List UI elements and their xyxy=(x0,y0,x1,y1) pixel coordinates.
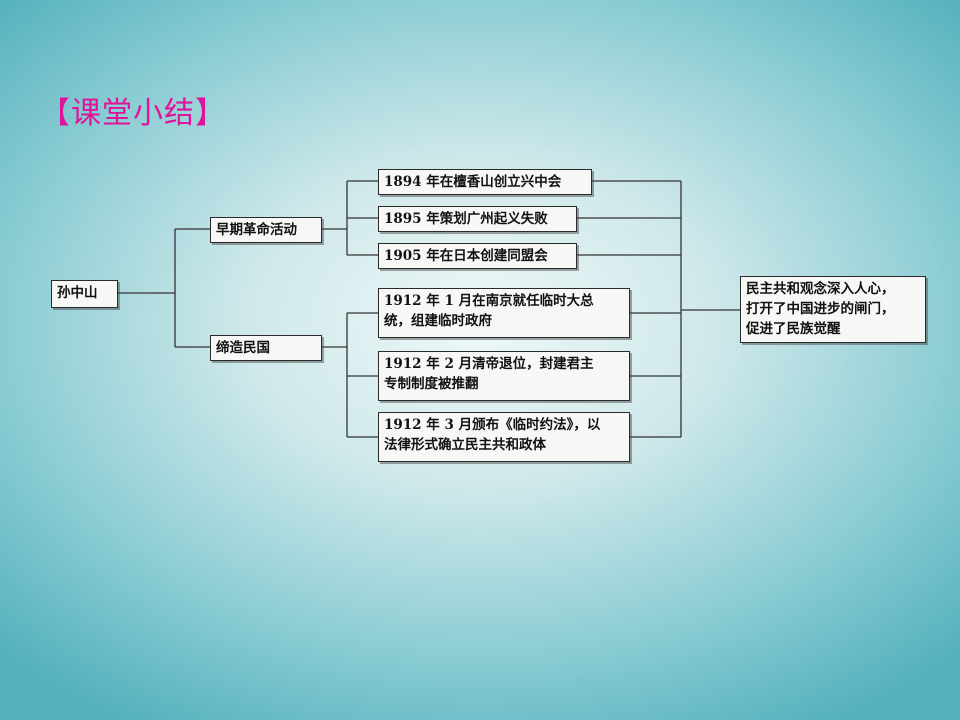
branch-early-revolution: 早期革命活动 xyxy=(210,217,322,243)
event-1905: 1905 年在日本创建同盟会 xyxy=(378,243,577,269)
page-title: 【课堂小结】 xyxy=(40,96,226,131)
conclusion-node: 民主共和观念深入人心， 打开了中国进步的闸门， 促进了民族觉醒 xyxy=(740,276,926,343)
conclusion-line-2: 打开了中国进步的闸门， xyxy=(746,301,895,317)
event-1912-mar: 1912 年 3 月颁布《临时约法》，以 法律形式确立民主共和政体 xyxy=(378,412,630,462)
event-1912-jan-line-1: 1912 年 1 月在南京就任临时大总 xyxy=(384,293,594,309)
event-1912-feb-line-1: 1912 年 2 月清帝退位，封建君主 xyxy=(384,356,594,372)
conclusion-line-1: 民主共和观念深入人心， xyxy=(746,281,895,297)
event-1912-mar-line-1: 1912 年 3 月颁布《临时约法》，以 xyxy=(384,417,601,433)
event-1912-feb-line-2: 专制制度被推翻 xyxy=(384,376,479,392)
event-1912-jan: 1912 年 1 月在南京就任临时大总 统，组建临时政府 xyxy=(378,288,630,338)
event-1895: 1895 年策划广州起义失败 xyxy=(378,206,577,232)
event-1894: 1894 年在檀香山创立兴中会 xyxy=(378,169,592,195)
event-1912-mar-line-2: 法律形式确立民主共和政体 xyxy=(384,437,546,453)
event-1912-jan-line-2: 统，组建临时政府 xyxy=(384,313,492,329)
branch-founding-republic: 缔造民国 xyxy=(210,335,322,361)
root-node: 孙中山 xyxy=(51,280,118,308)
conclusion-line-3: 促进了民族觉醒 xyxy=(746,321,841,337)
event-1912-feb: 1912 年 2 月清帝退位，封建君主 专制制度被推翻 xyxy=(378,351,630,401)
